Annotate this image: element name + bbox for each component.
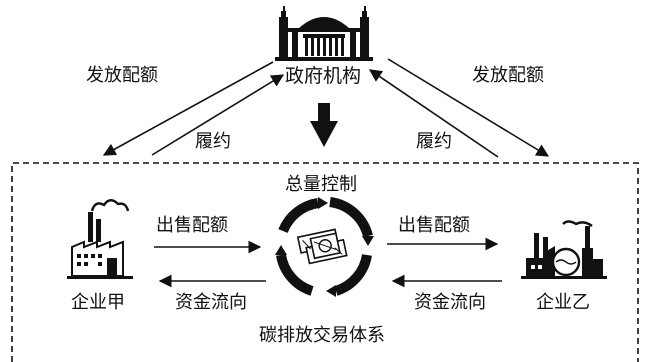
government-building-icon bbox=[275, 6, 373, 61]
enterprise-a-label: 企业甲 bbox=[71, 292, 125, 313]
fulfill-arrow-right bbox=[368, 69, 499, 158]
government-label: 政府机构 bbox=[285, 65, 362, 87]
sell-quota-left-label: 出售配额 bbox=[156, 215, 228, 236]
cycle-money-icon bbox=[275, 197, 374, 297]
chemical-plant-icon bbox=[521, 220, 607, 279]
system-title: 碳排放交易体系 bbox=[259, 325, 385, 346]
factory-icon bbox=[67, 199, 133, 279]
issue-quota-right-label: 发放配额 bbox=[472, 65, 544, 86]
issue-arrow-left bbox=[102, 61, 274, 156]
total-control-label: 总量控制 bbox=[285, 174, 357, 195]
money-flow-right-label: 资金流向 bbox=[414, 292, 486, 313]
issue-quota-left-label: 发放配额 bbox=[86, 65, 158, 86]
total-control-arrow bbox=[310, 103, 338, 147]
issue-arrow-right bbox=[387, 58, 550, 157]
system-boundary bbox=[11, 162, 639, 362]
sell-quota-right-label: 出售配额 bbox=[398, 215, 470, 236]
enterprise-b-label: 企业乙 bbox=[536, 292, 590, 313]
fulfill-right-label: 履约 bbox=[416, 131, 452, 152]
fulfill-arrow-left bbox=[151, 74, 285, 156]
fulfill-left-label: 履约 bbox=[195, 131, 231, 152]
money-flow-left-label: 资金流向 bbox=[175, 292, 247, 313]
